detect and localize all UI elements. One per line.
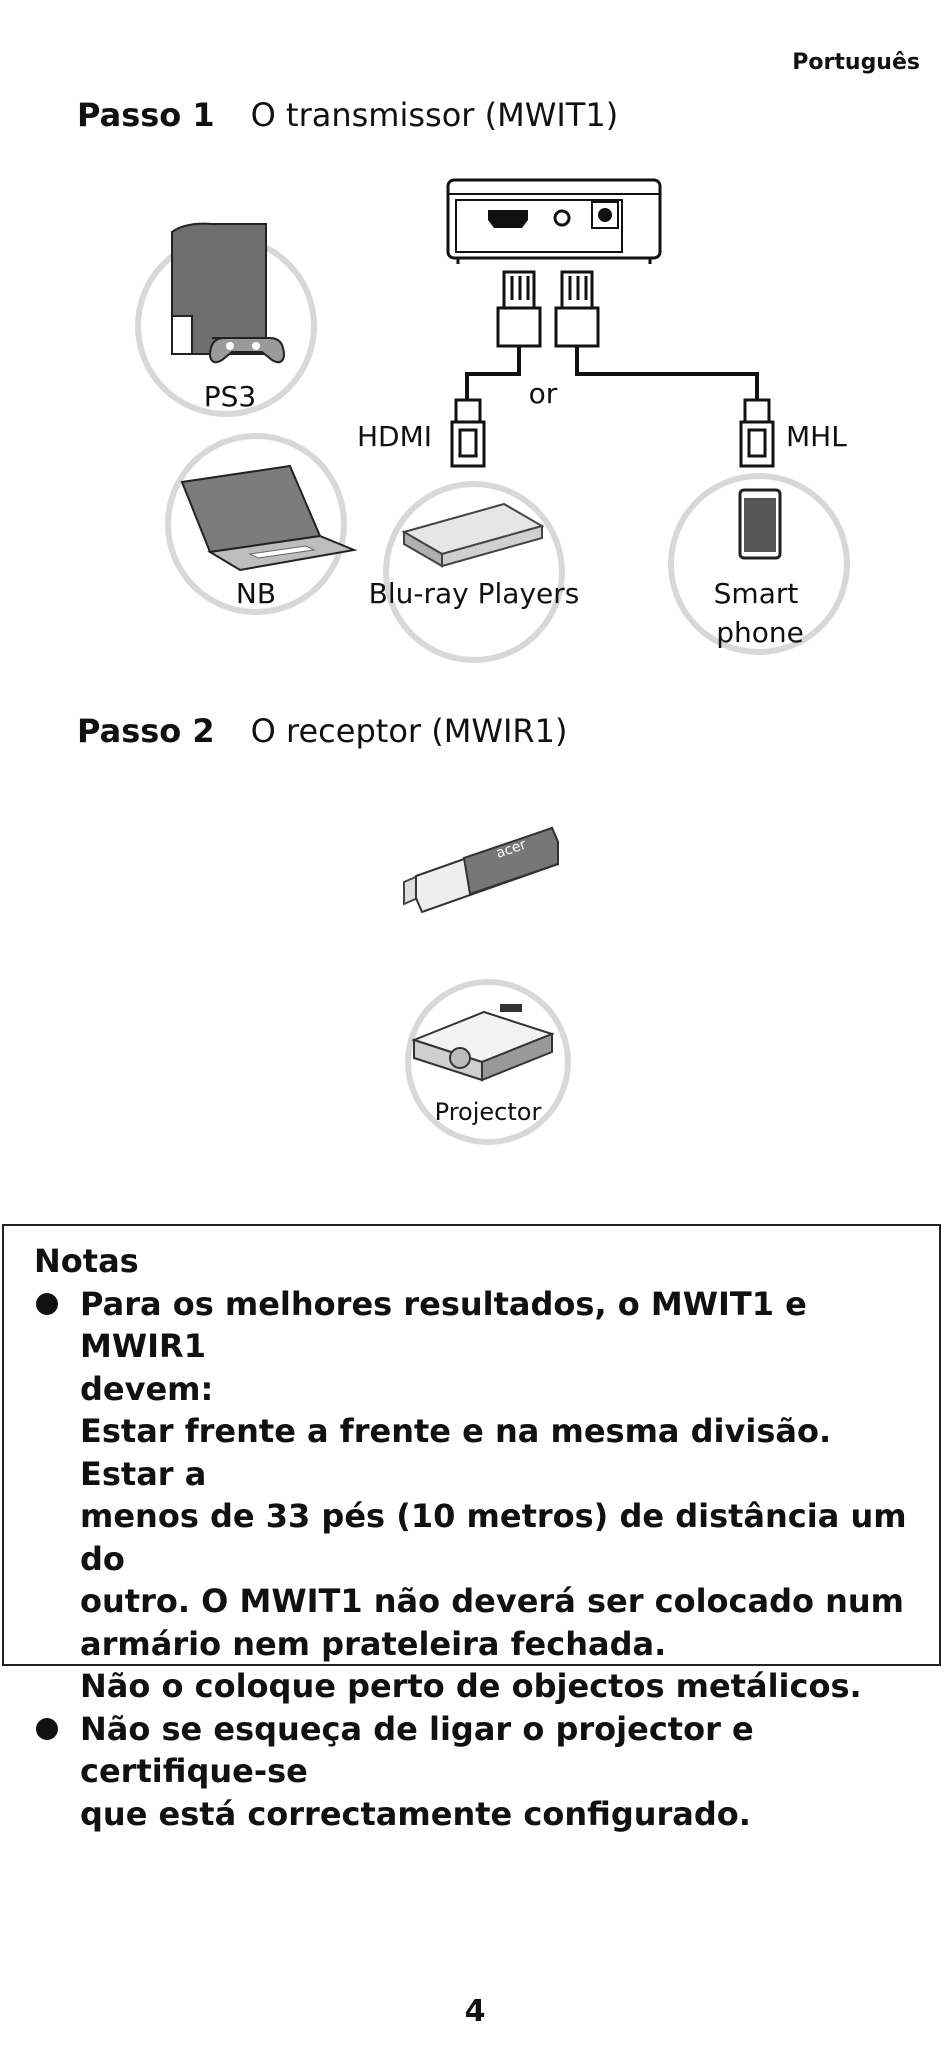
step-2-title: O receptor (MWIR1)	[250, 712, 568, 750]
ps3-console-icon	[171, 222, 286, 364]
transmitter-device-icon	[446, 178, 662, 264]
smartphone-label-line2: phone	[716, 616, 804, 649]
hdmi-label: HDMI	[357, 420, 432, 453]
smartphone-circle	[668, 473, 850, 655]
bullet-2-line-1: Não se esqueça de ligar o projector e ce…	[80, 1709, 754, 1791]
receiver-dongle-icon: acer	[403, 826, 559, 914]
step-1-title: O transmissor (MWIT1)	[250, 96, 619, 134]
projector-circle	[405, 979, 571, 1145]
nb-circle	[165, 433, 347, 615]
step-1-label: Passo 1	[77, 96, 215, 134]
transmitter-diagram: PS3 NB Blu-ray Players Smart phone or HD…	[135, 178, 850, 663]
smartphone-label-line1: Smart	[714, 577, 799, 610]
bullet-1-line-2: devem:	[80, 1369, 214, 1408]
laptop-icon	[180, 464, 358, 572]
projector-label: Projector	[435, 1098, 542, 1126]
mhl-label: MHL	[786, 420, 847, 453]
receiver-diagram: acer Projector	[403, 826, 571, 1145]
bullet-1-line-6: armário nem prateleira fechada.	[80, 1624, 667, 1663]
notes-box: Notas Para os melhores resultados, o MWI…	[2, 1224, 941, 1833]
nb-label: NB	[236, 577, 276, 610]
notes-bullet-1: Para os melhores resultados, o MWIT1 e M…	[34, 1283, 911, 1708]
smartphone-icon	[738, 488, 782, 560]
step-2-label: Passo 2	[77, 712, 215, 750]
bullet-1-line-4: menos de 33 pés (10 metros) de distância…	[80, 1497, 907, 1578]
bullet-dot-icon	[36, 1717, 58, 1740]
notes-bullet-2: Não se esqueça de ligar o projector e ce…	[34, 1708, 911, 1836]
projector-icon	[411, 1004, 555, 1082]
hdmi-plug-icon	[450, 398, 486, 468]
transmitter-plugs-icon	[496, 270, 600, 348]
bluray-circle	[383, 481, 565, 663]
step-2-heading: Passo 2 O receptor (MWIR1)	[77, 712, 567, 750]
language-label: Português	[792, 50, 920, 75]
bullet-1-line-5: outro. O MWIT1 não deverá ser colocado n…	[80, 1582, 905, 1620]
ps3-label: PS3	[204, 380, 256, 413]
bullet-2-line-2: que está correctamente configurado.	[80, 1794, 751, 1833]
page-number: 4	[464, 1994, 486, 2029]
bluray-player-icon	[401, 502, 545, 568]
step-1-heading: Passo 1 O transmissor (MWIT1)	[77, 96, 618, 134]
bluray-label: Blu-ray Players	[369, 577, 580, 610]
bullet-dot-icon	[36, 1292, 58, 1315]
mhl-plug-icon	[739, 398, 775, 468]
bullet-1-line-3: Estar frente a frente e na mesma divisão…	[80, 1412, 832, 1493]
bullet-1-line-1: Para os melhores resultados, o MWIT1 e M…	[80, 1284, 807, 1366]
bullet-1-line-7: Não o coloque perto de objectos metálico…	[80, 1667, 862, 1705]
notes-title: Notas	[34, 1242, 139, 1280]
cables	[465, 346, 759, 404]
or-label: or	[529, 377, 558, 410]
